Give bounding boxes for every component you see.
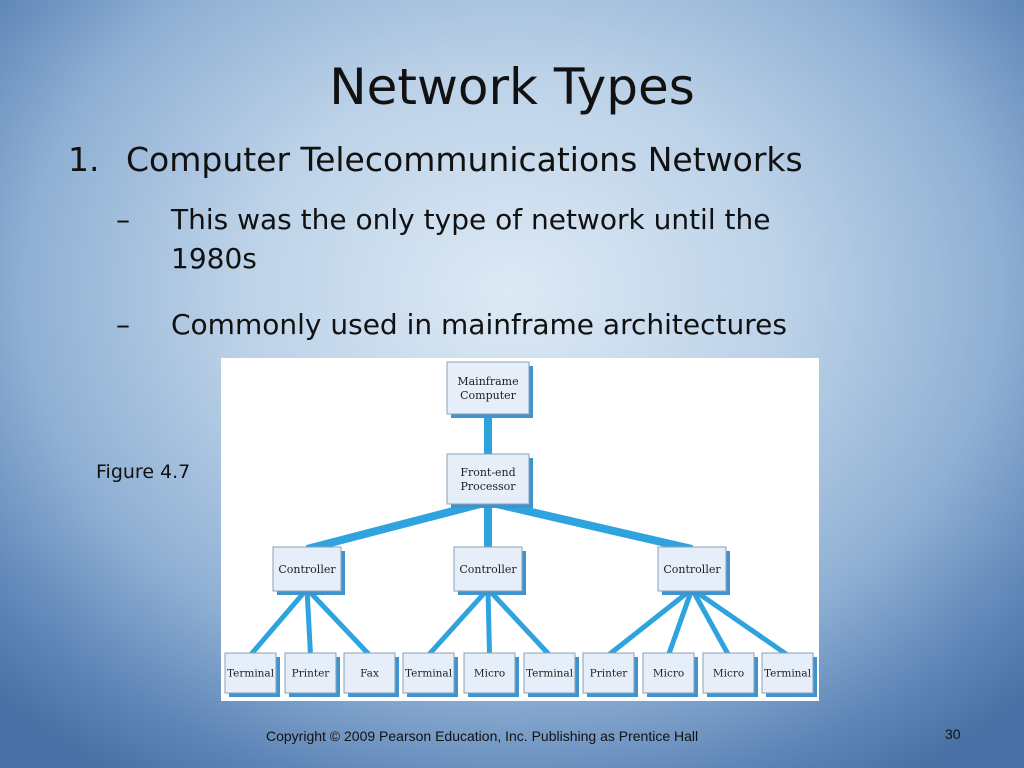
front-end-processor-box (446, 453, 530, 505)
connector-frontend-controller (305, 498, 490, 553)
sub-bullet-dash: – (116, 203, 130, 236)
connector-controller-device (426, 587, 490, 657)
connector-controller-device (486, 587, 552, 657)
device-box-label: Printer (590, 668, 629, 680)
device-box (343, 652, 396, 694)
device-box (523, 652, 576, 694)
controller-box (272, 546, 342, 592)
controller-box-label: Controller (459, 563, 517, 576)
controller-box-label: Controller (278, 563, 336, 576)
device-box-label: Terminal (405, 668, 453, 680)
device-box-label: Terminal (526, 668, 574, 680)
sub-bullet-line: This was the only type of network until … (171, 203, 771, 236)
sub-bullet-dash: – (116, 308, 130, 341)
device-box (224, 652, 277, 694)
device-box-label: Terminal (227, 668, 275, 680)
device-box-label: Printer (292, 668, 331, 680)
network-diagram-svg: MainframeComputerFront-endProcessorContr… (224, 361, 817, 697)
mainframe-computer-box-label: Computer (460, 389, 517, 402)
front-end-processor-box-label: Front-end (460, 466, 515, 479)
connector-controller-device (666, 588, 695, 656)
device-box-label: Fax (360, 668, 379, 680)
controller-box (657, 546, 727, 592)
mainframe-computer-box (446, 361, 530, 415)
mainframe-computer-box-label: Mainframe (457, 375, 518, 388)
sub-bullet-line: Commonly used in mainframe architectures (171, 308, 787, 341)
device-box (761, 652, 814, 694)
device-box (582, 652, 635, 694)
device-box (702, 652, 755, 694)
connector-frontend-controller (487, 498, 693, 553)
connector-controller-device (606, 587, 694, 657)
connector-controller-device (305, 587, 372, 657)
front-end-processor-box-label: Processor (460, 480, 516, 493)
connector-controller-device (689, 587, 731, 657)
connector-controller-device (248, 587, 309, 657)
device-box (642, 652, 695, 694)
device-box (463, 652, 516, 694)
connector-controller-device (690, 586, 789, 658)
device-box-label: Terminal (764, 668, 812, 680)
bullet-computer-telecom-networks: 1. Computer Telecommunications Networks (68, 140, 803, 180)
sub-bullet-line: 1980s (171, 242, 257, 276)
controller-box-label: Controller (663, 563, 721, 576)
device-box-label: Micro (713, 668, 744, 680)
figure-caption: Figure 4.7 (96, 461, 191, 483)
controller-box (453, 546, 523, 592)
bullet-text: Computer Telecommunications Networks (126, 140, 803, 179)
bullet-number: 1. (68, 140, 100, 179)
connector-controller-device (485, 588, 492, 656)
device-box-label: Micro (474, 668, 505, 680)
device-box (402, 652, 455, 694)
slide-title: Network Types (329, 58, 695, 116)
device-box (284, 652, 337, 694)
device-box-label: Micro (653, 668, 684, 680)
connector-controller-device (304, 588, 313, 656)
footer-copyright: Copyright © 2009 Pearson Education, Inc.… (266, 728, 699, 744)
page-number: 30 (945, 726, 961, 742)
